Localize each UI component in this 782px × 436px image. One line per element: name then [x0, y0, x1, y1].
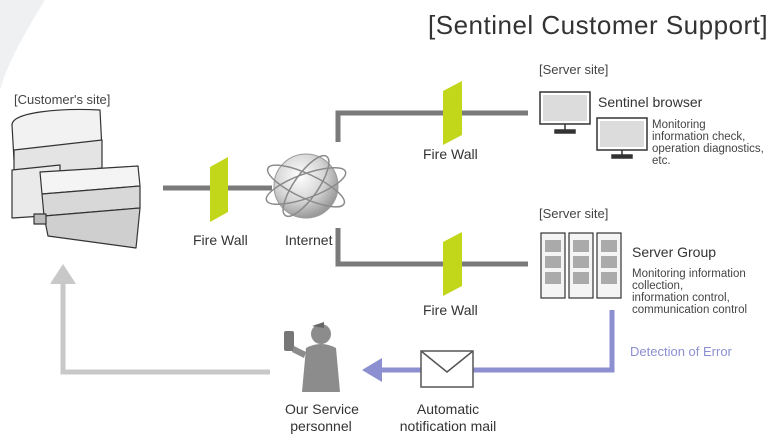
- server-description-line: communication control: [632, 304, 748, 316]
- service-person-icon: [284, 322, 340, 392]
- server-site-label-bottom: [Server site]: [539, 206, 609, 221]
- server-description: Monitoring information collection, infor…: [632, 268, 777, 316]
- internet-label: Internet: [285, 232, 333, 248]
- firewall-label-browser: Fire Wall: [423, 146, 478, 162]
- notification-mail-label: Automatic notification mail: [396, 401, 500, 435]
- server-description-line: Monitoring information: [632, 268, 746, 280]
- monitor-icon-secondary: [596, 117, 648, 159]
- firewall-label-customer: Fire Wall: [193, 232, 248, 248]
- server-description-line: information control,: [632, 292, 730, 304]
- server-site-label-top: [Server site]: [539, 62, 609, 77]
- internet-globe-icon: [265, 153, 347, 219]
- browser-description-line: operation diagnostics,: [652, 143, 764, 155]
- server-rack-icon: [540, 232, 622, 299]
- detection-of-error-label: Detection of Error: [630, 344, 732, 359]
- service-personnel-line: Our Service: [285, 401, 359, 417]
- browser-description-line: etc.: [652, 155, 671, 167]
- diagram-title: [Sentinel Customer Support]: [428, 10, 769, 40]
- server-description-line: collection,: [632, 280, 684, 292]
- service-personnel-label: Our Service personnel: [285, 401, 359, 435]
- sentinel-browser-label: Sentinel browser: [598, 94, 703, 110]
- browser-description: Monitoring information check, operation …: [652, 119, 777, 167]
- server-group-label: Server Group: [632, 244, 717, 260]
- browser-description-line: Monitoring: [652, 119, 706, 131]
- service-return-path: [50, 264, 270, 375]
- mail-envelope-icon: [420, 350, 474, 388]
- notification-mail-line: Automatic: [416, 401, 480, 417]
- firewall-label-server: Fire Wall: [423, 302, 478, 318]
- notification-mail-line: notification mail: [399, 418, 497, 434]
- background-swoosh: [0, 0, 45, 90]
- browser-description-line: information check,: [652, 131, 746, 143]
- firewall-customer: [210, 157, 228, 222]
- scanner-device-icon: [11, 108, 141, 249]
- error-notification-path: [362, 310, 615, 382]
- firewall-browser: [443, 81, 462, 145]
- service-personnel-line: personnel: [290, 418, 352, 434]
- customer-site-label: [Customer's site]: [14, 92, 111, 107]
- monitor-icon-primary: [539, 91, 591, 134]
- firewall-server: [443, 232, 462, 296]
